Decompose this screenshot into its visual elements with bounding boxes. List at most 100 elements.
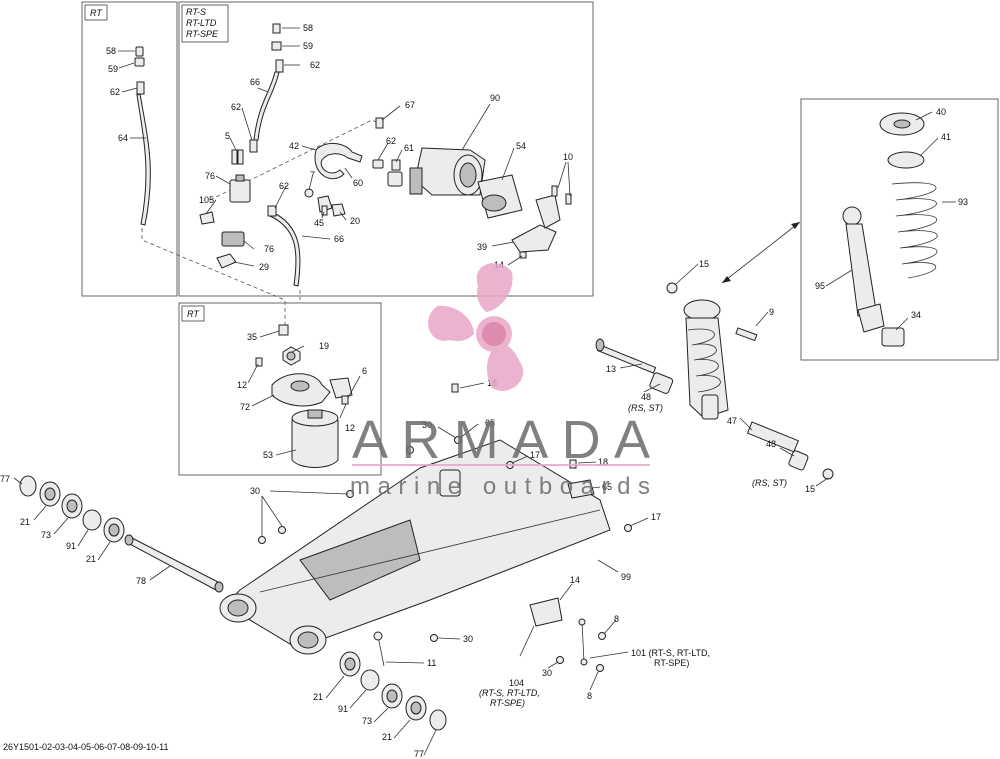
clamp-parts <box>304 117 384 217</box>
callout-76: 76 <box>264 244 274 254</box>
callout-30: 30 <box>422 420 432 430</box>
callout-65: 65 <box>485 418 495 428</box>
callout-11: 11 <box>427 658 436 668</box>
callout-101-line2: RT-SPE) <box>654 658 689 668</box>
callout-91: 91 <box>66 541 76 551</box>
rt-hose-assembly <box>134 46 151 226</box>
box-rt-left: RT <box>81 1 178 297</box>
callout-30: 30 <box>542 668 552 678</box>
callout-9: 9 <box>769 307 774 317</box>
callout-8: 8 <box>587 691 592 701</box>
callout-77: 77 <box>0 474 10 484</box>
callout-62: 62 <box>386 136 396 146</box>
callout-58: 58 <box>106 46 116 56</box>
callout-48-note: (RS, ST) <box>752 478 787 488</box>
callout-104-line3: RT-SPE) <box>490 698 525 708</box>
callout-19: 19 <box>319 341 329 351</box>
callout-8: 8 <box>614 614 619 624</box>
callout-21: 21 <box>20 517 30 527</box>
callout-labels: 58 59 62 64 58 59 62 66 62 5 76 105 76 2… <box>0 23 968 759</box>
callout-90: 90 <box>490 93 500 103</box>
callout-53: 53 <box>263 450 273 460</box>
hose-66-lower <box>267 205 301 287</box>
callout-39: 39 <box>477 242 487 252</box>
callout-17: 17 <box>530 450 540 460</box>
spacers-47-48 <box>746 421 834 480</box>
callout-72: 72 <box>240 402 250 412</box>
callout-5: 5 <box>225 131 230 141</box>
callout-54: 54 <box>516 141 526 151</box>
box-rts-label-2: RT-LTD <box>186 18 217 28</box>
callout-6: 6 <box>362 366 367 376</box>
shock-assembly <box>666 282 758 420</box>
callout-20: 20 <box>350 216 360 226</box>
callout-14: 14 <box>570 575 580 585</box>
callout-15: 15 <box>699 259 709 269</box>
callout-59: 59 <box>303 41 313 51</box>
callout-58: 58 <box>303 23 313 33</box>
callout-7: 7 <box>310 170 315 180</box>
callout-59: 59 <box>108 64 118 74</box>
callout-105: 105 <box>199 195 214 205</box>
callout-48: 48 <box>641 392 651 402</box>
callout-15: 15 <box>805 484 815 494</box>
pivot-parts-left <box>19 475 125 543</box>
diagram-code: 26Y1501-02-03-04-05-06-07-08-09-10-11 <box>3 742 168 752</box>
callout-35: 35 <box>247 332 257 342</box>
box-rts-top: RT-S RT-LTD RT-SPE <box>178 1 594 297</box>
callout-65: 65 <box>602 482 612 492</box>
callout-67: 67 <box>405 100 415 110</box>
callout-77: 77 <box>414 749 424 759</box>
callout-95: 95 <box>815 281 825 291</box>
guide-line-rt <box>141 228 286 330</box>
callout-30: 30 <box>250 486 260 496</box>
callout-64: 64 <box>118 133 128 143</box>
callout-99: 99 <box>621 572 631 582</box>
callout-12: 12 <box>237 380 247 390</box>
callout-48-note: (RS, ST) <box>628 403 663 413</box>
callout-78: 78 <box>136 576 146 586</box>
swing-arm-99 <box>219 439 611 666</box>
sleeve-54 <box>477 174 523 219</box>
callout-47: 47 <box>727 416 737 426</box>
box-rt-middle-label: RT <box>187 309 200 319</box>
callout-91: 91 <box>338 704 348 714</box>
callout-62: 62 <box>310 60 320 70</box>
callout-62: 62 <box>110 87 120 97</box>
callout-62: 62 <box>231 102 241 112</box>
callout-76: 76 <box>205 171 215 181</box>
callout-62: 62 <box>279 181 289 191</box>
shock-detail-parts <box>842 112 938 347</box>
callout-45: 45 <box>314 218 324 228</box>
axle-78 <box>124 534 224 593</box>
callout-10: 10 <box>563 152 573 162</box>
box-rt-middle: RT <box>178 302 382 476</box>
callout-104: 104 <box>509 678 524 688</box>
callout-34: 34 <box>911 310 921 320</box>
reservoir-assembly <box>255 324 353 468</box>
callout-13: 13 <box>606 364 616 374</box>
callout-21: 21 <box>382 732 392 742</box>
sensor-bracket <box>199 149 251 269</box>
callout-41: 41 <box>941 132 951 142</box>
callout-66: 66 <box>250 77 260 87</box>
pivot-parts-right <box>339 651 447 731</box>
callout-21: 21 <box>86 554 96 564</box>
callout-21: 21 <box>313 692 323 702</box>
callout-40: 40 <box>936 107 946 117</box>
callout-42: 42 <box>289 141 299 151</box>
callout-18: 18 <box>598 457 608 467</box>
box-rts-label-3: RT-SPE <box>186 29 219 39</box>
callout-17: 17 <box>651 512 661 522</box>
watermark: ARMADA marine outboards <box>350 263 650 500</box>
rts-hose-assembly <box>249 23 284 153</box>
callout-12: 12 <box>345 423 355 433</box>
box-rt-left-label: RT <box>90 8 103 18</box>
callout-73: 73 <box>41 530 51 540</box>
callout-93: 93 <box>958 197 968 207</box>
callout-73: 73 <box>362 716 372 726</box>
callout-60: 60 <box>353 178 363 188</box>
leader-lines <box>13 27 956 756</box>
callout-30: 30 <box>463 634 473 644</box>
